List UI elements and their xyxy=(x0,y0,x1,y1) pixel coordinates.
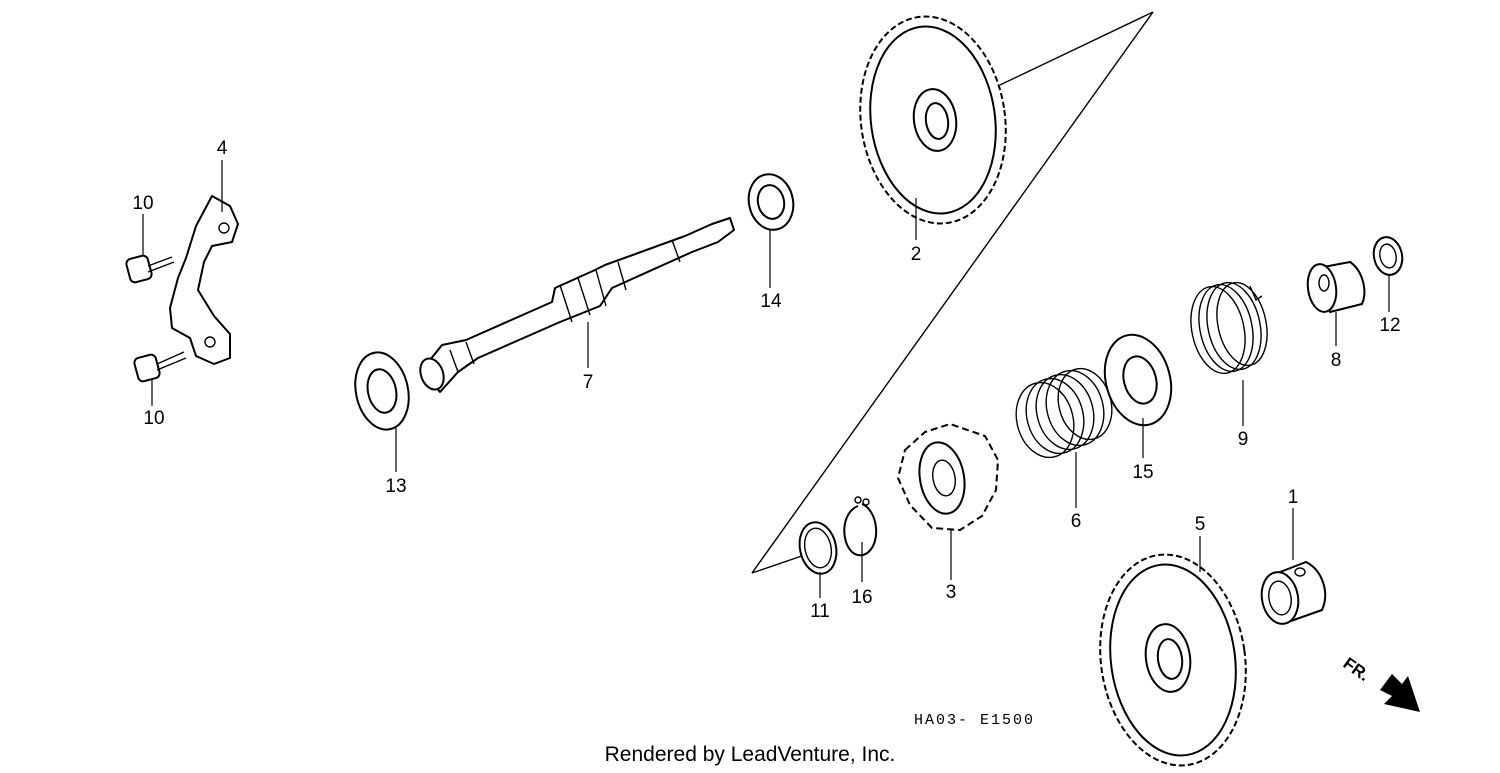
callout-14: 14 xyxy=(760,291,782,312)
bolt-icon xyxy=(125,254,187,383)
gear-icon xyxy=(859,15,1007,225)
callout-5: 5 xyxy=(1195,514,1206,535)
washer-icon xyxy=(1103,333,1173,427)
callout-3: 3 xyxy=(946,582,957,603)
callout-7: 7 xyxy=(583,372,594,393)
washer-icon xyxy=(1306,261,1366,313)
gear-icon xyxy=(897,423,999,531)
callout-16: 16 xyxy=(851,587,872,608)
shaft-icon xyxy=(419,217,735,393)
bracket-part xyxy=(169,195,239,365)
diagram-code: HA03- E1500 xyxy=(914,712,1035,729)
washer-icon xyxy=(798,521,838,575)
direction-label: FR. xyxy=(1340,654,1373,685)
arrow-icon: FR. xyxy=(1340,654,1420,712)
credit-text: Rendered by LeadVenture, Inc. xyxy=(605,743,896,766)
callout-11: 11 xyxy=(810,601,830,622)
gear-icon xyxy=(1099,553,1247,767)
callout-15: 15 xyxy=(1132,462,1153,483)
spring-icon xyxy=(1015,367,1113,459)
callout-labels: 1 2 3 4 5 6 7 8 9 10 10 11 12 13 14 15 1… xyxy=(132,138,1400,622)
washer-icon xyxy=(1260,561,1327,625)
callout-10-top: 10 xyxy=(132,193,153,214)
callout-9: 9 xyxy=(1238,429,1249,450)
callout-1: 1 xyxy=(1288,487,1299,508)
washer-icon xyxy=(747,173,795,231)
washer-icon xyxy=(1372,236,1404,276)
leader-lines xyxy=(142,160,1390,598)
callout-8: 8 xyxy=(1331,350,1342,371)
callout-4: 4 xyxy=(217,138,228,159)
callout-12: 12 xyxy=(1379,315,1400,336)
washer-icon xyxy=(354,351,410,431)
callout-13: 13 xyxy=(385,476,406,497)
callout-6: 6 xyxy=(1071,511,1082,532)
spring-icon xyxy=(1190,281,1268,375)
washer-icon xyxy=(843,496,878,557)
callout-2: 2 xyxy=(911,244,922,265)
callout-10-bottom: 10 xyxy=(143,408,164,429)
